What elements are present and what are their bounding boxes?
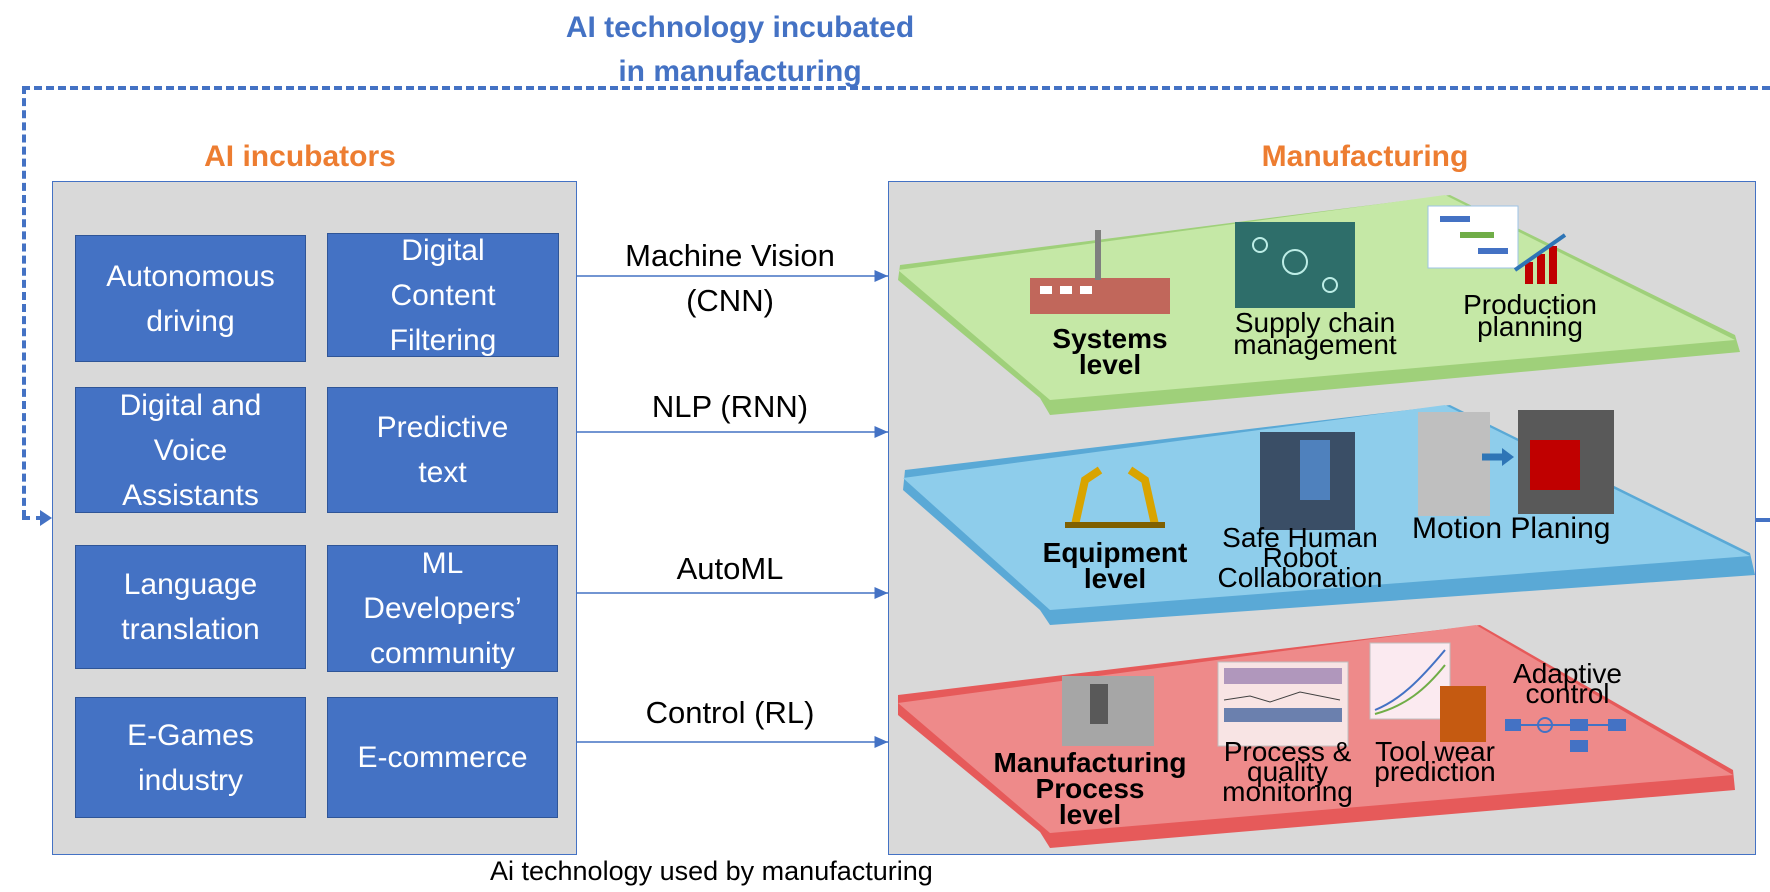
incubator-egames: E-Games industry: [75, 697, 306, 818]
human-robot-collab-image: [1260, 432, 1355, 530]
safe-hrc-label-line1: Safe Human: [1222, 522, 1378, 553]
feedback-dashed-arrow-line: [22, 516, 44, 520]
connector-label-line1: Machine Vision: [625, 238, 835, 273]
equipment-level-name: Equipment level: [1030, 537, 1200, 594]
incubators-title: AI incubators: [204, 140, 396, 173]
process-level-name: Manufacturing Process level: [980, 747, 1200, 830]
safe-hrc-label: Safe Human Robot Collaboration: [1200, 522, 1400, 593]
incubator-predictive-text: Predictive text: [327, 387, 558, 513]
connector-label-machine-vision: Machine Vision (CNN): [600, 233, 860, 323]
motion-planning-label: Motion Planing: [1412, 512, 1611, 545]
incubator-label: Digital Content Filtering: [389, 233, 497, 357]
equipment-level-name-line1: Equipment: [1042, 537, 1188, 568]
production-planning-icon: [1427, 205, 1567, 284]
connector-label-automl: AutoML: [676, 551, 784, 586]
incubator-voice-assistants: Digital and Voice Assistants: [75, 387, 306, 513]
production-planning-label: Production planning: [1440, 289, 1620, 342]
machining-image: [1062, 676, 1154, 746]
process-quality-label-line2: quality: [1247, 756, 1328, 787]
process-quality-label-line3: monitoring: [1222, 776, 1353, 807]
production-planning-label-line2: planning: [1477, 311, 1583, 342]
incubator-label: Predictive text: [376, 411, 509, 489]
incubator-label: Autonomous driving: [106, 259, 275, 338]
feedback-dashed-top: [22, 86, 1770, 90]
industrial-robots-icon: [1065, 466, 1165, 528]
systems-level-name-line2: level: [1078, 349, 1142, 380]
equipment-level-name-line2: level: [1083, 563, 1147, 594]
incubator-language-translation: Language translation: [75, 545, 306, 669]
diagram-title-line2: in manufacturing: [618, 55, 862, 88]
safe-hrc-label-line3: Collaboration: [1217, 562, 1383, 593]
tool-wear-chart: [1369, 642, 1486, 742]
adaptive-control-label-line1: Adaptive: [1513, 658, 1622, 689]
process-level-name-line3: level: [1058, 799, 1122, 830]
process-quality-label: Process & quality monitoring: [1200, 736, 1375, 807]
incubator-autonomous-driving: Autonomous driving: [75, 235, 306, 362]
connector-label-control: Control (RL): [645, 695, 815, 730]
tool-wear-label-line1: Tool wear: [1375, 736, 1495, 767]
connector-label-line2: (CNN): [686, 283, 774, 318]
supply-chain-label-line2: management: [1233, 329, 1397, 360]
caption: Ai technology used by manufacturing: [490, 856, 933, 886]
incubator-ecommerce: E-commerce: [327, 697, 558, 818]
motion-planning-image: [1418, 410, 1614, 516]
process-level-name-line1: Manufacturing: [993, 747, 1187, 778]
production-planning-label-line1: Production: [1463, 289, 1597, 320]
systems-level-name-line1: Systems: [1052, 323, 1168, 354]
factory-icon: [1030, 230, 1170, 314]
supply-chain-label-line1: Supply chain: [1234, 307, 1396, 338]
feedback-dashed-right: [1756, 518, 1770, 522]
incubator-digital-content-filtering: Digital Content Filtering: [327, 233, 559, 357]
safe-hrc-label-line2: Robot: [1262, 542, 1338, 573]
incubator-label: Digital and Voice Assistants: [119, 388, 262, 512]
supply-chain-icon: [1235, 222, 1355, 308]
incubator-label: E-commerce: [357, 741, 528, 774]
adaptive-control-label-line2: control: [1525, 678, 1610, 709]
incubator-label: ML Developers’ community: [363, 547, 522, 670]
incubator-label: E-Games industry: [127, 718, 254, 797]
systems-level-name: Systems level: [1030, 323, 1190, 380]
adaptive-control-label: Adaptive control: [1500, 658, 1635, 709]
process-level-name-line2: Process: [1035, 773, 1145, 804]
feedback-dashed-left: [22, 86, 26, 518]
feedback-arrowhead: [40, 510, 52, 526]
supply-chain-label: Supply chain management: [1210, 307, 1420, 360]
connector-label-nlp: NLP (RNN): [651, 389, 809, 424]
tool-wear-label: Tool wear prediction: [1360, 736, 1510, 787]
tool-wear-label-line2: prediction: [1374, 756, 1496, 787]
adaptive-control-diagram: [1505, 717, 1626, 752]
incubator-label: Language translation: [121, 568, 260, 646]
diagram-title: AI technology incubated in manufacturing: [520, 6, 960, 94]
manufacturing-title: Manufacturing: [1261, 140, 1469, 173]
process-monitoring-chart: [1217, 661, 1349, 747]
process-quality-label-line1: Process &: [1223, 736, 1352, 767]
diagram-title-line1: AI technology incubated: [565, 11, 915, 44]
incubator-ml-community: ML Developers’ community: [327, 545, 558, 672]
